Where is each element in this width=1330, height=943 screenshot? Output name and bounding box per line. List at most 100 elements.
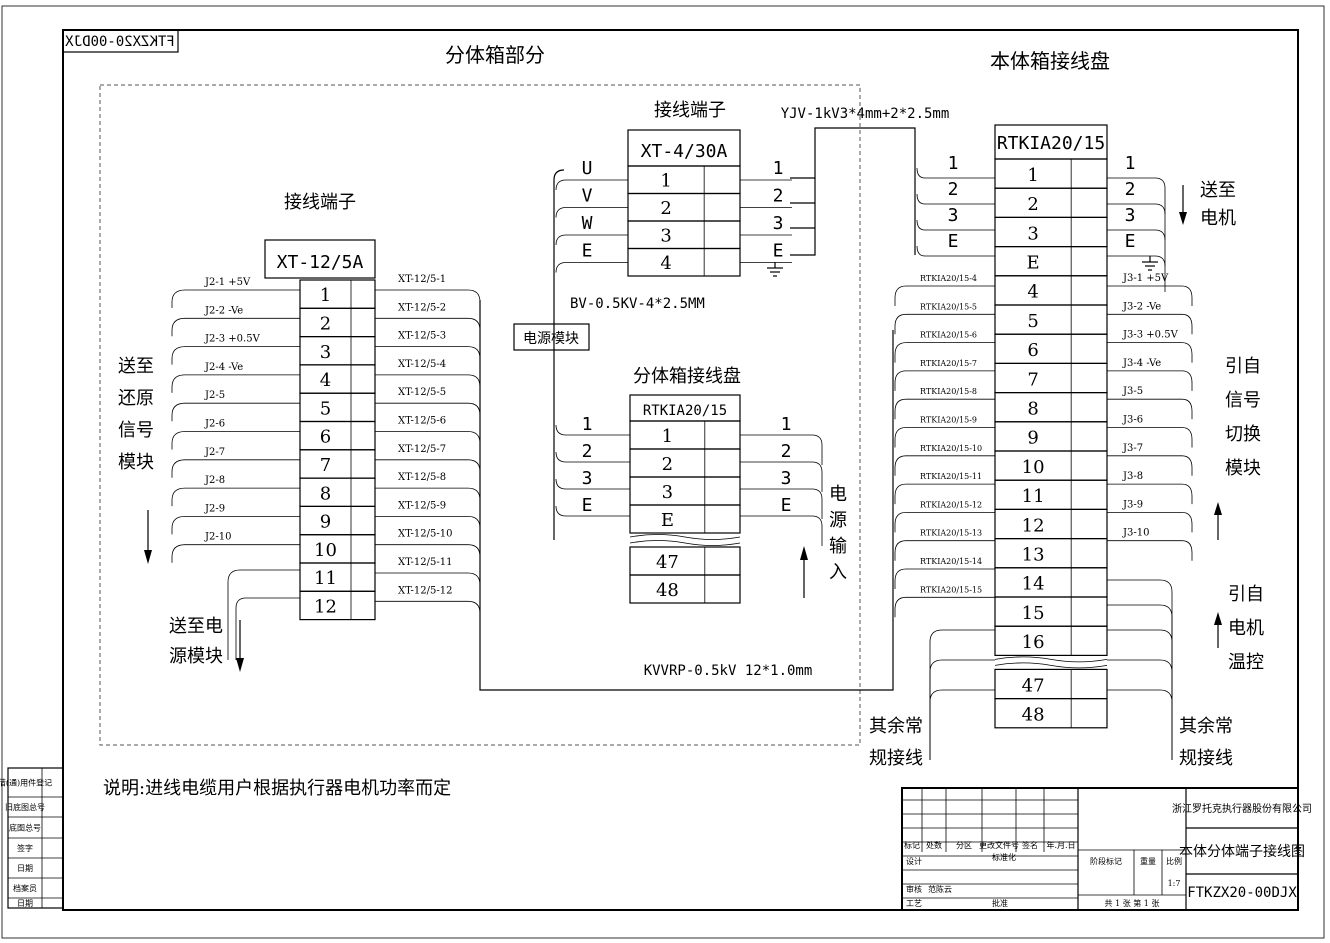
yjv-cable-route (790, 127, 916, 255)
wire (894, 427, 995, 448)
xt4-left-label: U (582, 158, 593, 179)
stage-header: 重量 (1140, 856, 1156, 866)
scale-value: 1:7 (1168, 879, 1181, 888)
wire (1107, 313, 1193, 335)
wire (555, 451, 630, 463)
xt12-right-labels: XT-12/5-1XT-12/5-2XT-12/5-3XT-12/5-4XT-1… (375, 274, 481, 614)
wire (171, 374, 300, 393)
body-left-label: RTKIA20/15-14 (920, 557, 982, 566)
terminal-cell (994, 362, 1108, 394)
xt12-left-label: J2-6 (204, 419, 225, 430)
terminal-cell (994, 158, 1108, 189)
wire (894, 398, 995, 420)
body-left-label: RTKIA20/15-13 (920, 529, 982, 538)
terminal-cell (994, 392, 1108, 423)
wire (894, 342, 995, 363)
xt12-caption: 接线端子 (284, 192, 356, 213)
wire (894, 313, 995, 335)
xt4-right-bundle (790, 178, 816, 256)
xt12-right-label: XT-12/5-5 (398, 387, 446, 398)
terminal-cell (994, 479, 1108, 511)
body-left-top-label: 1 (948, 153, 959, 174)
wire (375, 487, 481, 501)
wire (1107, 512, 1193, 533)
terminal-number: 11 (1022, 486, 1045, 507)
note-text: 说明:进线电缆用户根据执行器电机功率而定 (103, 778, 451, 799)
terminal-number: 3 (660, 226, 671, 247)
wire (1107, 285, 1193, 306)
kvvrp-cable-route (479, 300, 894, 691)
wire (171, 516, 300, 535)
wire (894, 568, 995, 589)
power-input-char: 入 (829, 562, 847, 583)
terminal-cell (994, 625, 1108, 657)
wire (555, 262, 628, 273)
mirrored-drawing-code: FTKZX20-00DJX (65, 34, 175, 50)
terminal-number: 5 (320, 398, 331, 419)
body-right-label: J3-1 +5V (1122, 273, 1169, 284)
terminal-cell (629, 476, 741, 506)
body-left-label: RTKIA20/15-7 (920, 359, 977, 368)
wire (916, 193, 995, 205)
wire (1107, 689, 1173, 760)
arrow-down-icon (1179, 185, 1187, 225)
wire (555, 234, 628, 246)
xt12-left-label: J2-3 +0.5V (204, 334, 261, 345)
wire (740, 515, 823, 546)
power-input-char: 输 (829, 536, 847, 557)
wire (375, 431, 481, 444)
wire (1107, 659, 1173, 760)
terminal-cell (629, 448, 741, 478)
xt4-right-label: 1 (773, 158, 784, 179)
body-left-top-label: 3 (948, 205, 959, 226)
side-text-line: 还原 (118, 388, 154, 409)
terminal-cell (299, 364, 376, 394)
strip-label: 档案员 (13, 883, 37, 893)
inner-frame (62, 29, 1299, 911)
xt12-left-label: J2-10 (204, 532, 231, 543)
wire (375, 346, 481, 359)
terminal-number: 2 (1027, 194, 1038, 215)
terminal-number: 15 (1022, 603, 1045, 624)
power-module-box (513, 323, 590, 351)
arrow-up-icon (1214, 502, 1222, 540)
xt4-right-label: 2 (773, 186, 784, 207)
wire (1107, 455, 1193, 476)
wire (929, 689, 995, 760)
terminal-number: 48 (1022, 705, 1045, 726)
sheet-count: 共 1 张 第 1 张 (1105, 898, 1160, 908)
power-input-char: 电 (829, 484, 847, 505)
xt12-right-label: XT-12/5-2 (398, 302, 446, 313)
side-text-line: 信号 (118, 420, 154, 441)
terminal-cell (994, 421, 1108, 452)
xt12-right-label: XT-12/5-3 (398, 331, 446, 342)
split-left-label: 3 (582, 468, 593, 489)
side-text-line: 电机 (1228, 618, 1264, 639)
wire (171, 346, 300, 365)
wire (1107, 342, 1193, 363)
wire (894, 455, 995, 476)
body-board-model: RTKIA20/15 (997, 133, 1105, 154)
body-right-top-label: 2 (1125, 179, 1136, 200)
terminal-number: 11 (314, 568, 337, 589)
bv-cable-label: BV-0.5KV-4*2.5MM (570, 296, 705, 312)
wire (375, 572, 481, 586)
xt12-right-label: XT-12/5-10 (398, 529, 452, 540)
xt12-right-label: XT-12/5-1 (398, 274, 446, 285)
wire (171, 487, 300, 507)
side-text-line: 源模块 (169, 646, 223, 667)
side-text-line: 送至 (1200, 180, 1236, 201)
body-left-label: RTKIA20/15-12 (920, 500, 982, 509)
wire (1107, 427, 1193, 448)
